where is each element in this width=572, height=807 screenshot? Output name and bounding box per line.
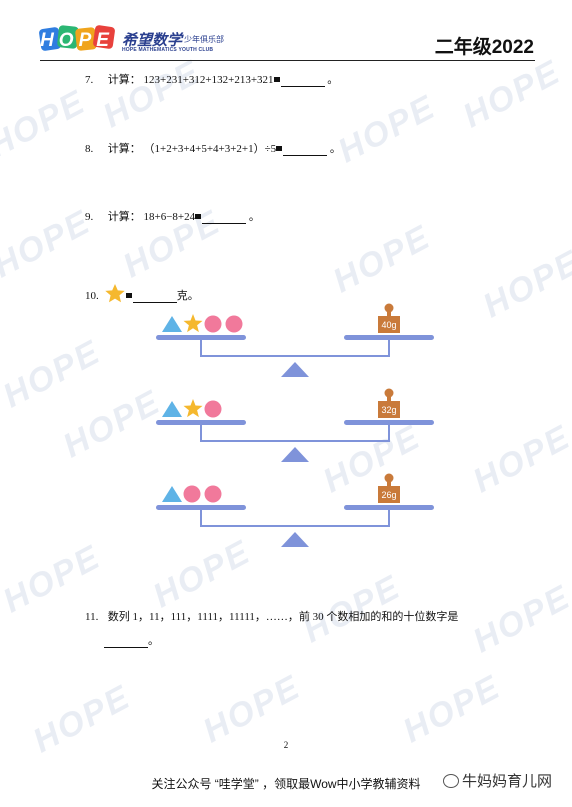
fulcrum-triangle	[281, 362, 309, 377]
question-end: 。	[327, 74, 339, 86]
logo-letters: HOPE	[40, 30, 114, 51]
question-7: 7. 计算： 123+231+312+132+213+321 。	[85, 71, 338, 87]
question-label: 计算：	[107, 143, 141, 155]
left-pan	[156, 335, 246, 340]
left-pan	[156, 420, 246, 425]
left-pan	[156, 505, 246, 510]
circle-icon	[204, 315, 222, 333]
answer-blank[interactable]	[280, 86, 325, 87]
right-pan	[344, 505, 434, 510]
question-number: 11.	[85, 611, 99, 623]
weight-knob	[384, 473, 394, 483]
question-expression: 18+6−8+24	[143, 211, 196, 223]
logo-en: HOPE MATHEMATICS YOUTH CLUB	[122, 47, 214, 53]
star-icon	[183, 314, 203, 333]
equals-mark	[125, 293, 132, 299]
question-end: 。	[148, 635, 159, 647]
weight-knob	[384, 303, 394, 313]
question-11: 11. 数列 1，11，111，1111，11111，……，前 30 个数相加的…	[85, 608, 458, 624]
grade-title: 二年级2022	[434, 37, 534, 58]
question-11-answer-line: 。	[104, 632, 159, 648]
triangle-icon	[162, 401, 182, 417]
scale-beam	[200, 510, 390, 527]
question-10: 10. 克。	[85, 283, 199, 303]
weight-knob	[384, 388, 394, 398]
question-number: 9.	[85, 211, 94, 223]
weight-label: 32g	[381, 405, 396, 415]
weight-label: 40g	[381, 320, 396, 330]
page-number: 2	[283, 740, 289, 750]
header-logo: HOPE	[38, 22, 228, 58]
answer-blank[interactable]	[104, 647, 148, 648]
weight-label: 26g	[381, 490, 396, 500]
triangle-icon	[162, 486, 182, 502]
circle-icon	[204, 485, 222, 503]
question-number: 8.	[85, 143, 94, 155]
question-label: 计算：	[107, 211, 141, 223]
logo-cn: 希望数学	[122, 32, 183, 49]
star-icon	[105, 284, 125, 303]
question-expression: （1+2+3+4+5+4+3+2+1）÷5	[143, 143, 277, 155]
scale-beam	[200, 340, 390, 357]
balance-scale: 40g	[156, 303, 434, 377]
circle-icon	[183, 485, 201, 503]
hope-logo-icon: HOPE	[39, 25, 115, 51]
question-9: 9. 计算： 18+6−8+24 。	[85, 208, 260, 224]
question-end: 。	[329, 143, 341, 155]
right-pan	[344, 335, 434, 340]
right-pan	[344, 420, 434, 425]
weight-neck	[387, 481, 391, 486]
weight-neck	[387, 311, 391, 316]
circle-icon	[225, 315, 243, 333]
wechat-icon	[442, 774, 459, 788]
equals-mark	[273, 77, 280, 83]
header-divider	[40, 60, 535, 61]
fulcrum-triangle	[281, 447, 309, 462]
answer-blank[interactable]	[202, 223, 247, 224]
balance-scale: 32g	[156, 388, 434, 462]
equals-mark	[276, 146, 283, 152]
weight-neck	[387, 396, 391, 401]
brand-watermark: 牛妈妈育儿网	[442, 770, 552, 791]
question-number: 7.	[85, 74, 94, 86]
fulcrum-triangle	[281, 532, 309, 547]
question-label: 计算：	[107, 74, 141, 86]
footer-text: 关注公众号 “哇学堂” ，领取最Wow中小学教辅资料	[151, 777, 421, 791]
balance-scales-figure: 40g 32g 26g	[156, 303, 434, 547]
balance-scale: 26g	[156, 473, 434, 547]
circle-icon	[204, 400, 222, 418]
scale-beam	[200, 425, 390, 442]
question-number: 10.	[85, 290, 99, 302]
question-8: 8. 计算： （1+2+3+4+5+4+3+2+1）÷5 。	[85, 140, 341, 156]
question-end: 。	[248, 211, 260, 223]
star-icon	[183, 399, 203, 418]
question-expression: 123+231+312+132+213+321	[143, 74, 274, 86]
brand-text: 牛妈妈育儿网	[461, 773, 552, 790]
answer-blank[interactable]	[132, 302, 177, 303]
weight-block	[378, 316, 400, 333]
question-text: 数列 1，11，111，1111，11111，……，前 30 个数相加的和的十位…	[107, 611, 459, 623]
triangle-icon	[162, 316, 182, 332]
weight-block	[378, 486, 400, 503]
equals-mark	[195, 214, 202, 220]
question-end: 克。	[176, 290, 199, 302]
logo-sub: 少年俱乐部	[184, 35, 224, 44]
answer-blank[interactable]	[283, 155, 328, 156]
weight-block	[378, 401, 400, 418]
